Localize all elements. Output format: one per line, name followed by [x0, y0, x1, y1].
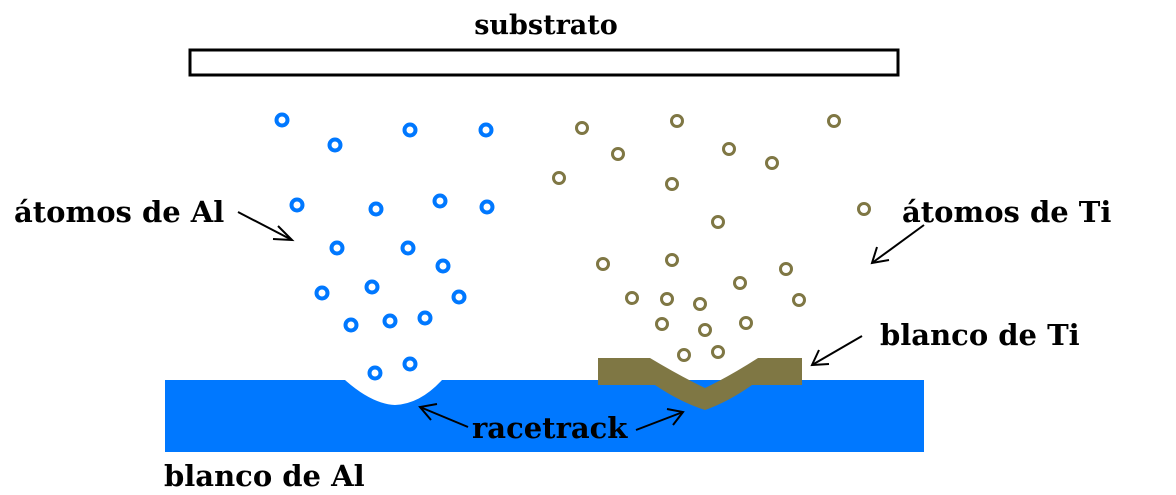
ti-atom	[670, 114, 684, 128]
ti-atom	[722, 142, 736, 156]
ti-atoms-group	[552, 114, 871, 362]
ti-atom	[665, 177, 679, 191]
al-atom	[432, 193, 448, 209]
ti-target-arrow	[810, 335, 863, 367]
ti-atom	[857, 202, 871, 216]
al-target-label: blanco de Al	[164, 459, 365, 493]
al-atom	[435, 258, 451, 274]
ti-atom	[779, 262, 793, 276]
al-atoms-label: átomos de Al	[14, 195, 224, 229]
racetrack-left-arrow	[418, 403, 469, 428]
substrate-plate	[188, 48, 900, 77]
al-atom	[329, 240, 345, 256]
al-atom	[367, 365, 383, 381]
ti-atom	[596, 257, 610, 271]
ti-atom	[711, 345, 725, 359]
ti-atom	[655, 317, 669, 331]
ti-atoms-arrow	[870, 224, 925, 265]
racetrack-right-arrow	[635, 408, 685, 431]
ti-atom	[733, 276, 747, 290]
ti-atom	[665, 253, 679, 267]
ti-atom	[765, 156, 779, 170]
al-atom	[368, 201, 384, 217]
al-atom	[289, 197, 305, 213]
al-atom	[451, 289, 467, 305]
ti-target-label: blanco de Ti	[880, 318, 1080, 352]
ti-atom	[711, 215, 725, 229]
substrate-label: substrato	[474, 10, 618, 41]
ti-atom	[827, 114, 841, 128]
al-atom	[314, 285, 330, 301]
ti-atom	[792, 293, 806, 307]
ti-atom	[575, 121, 589, 135]
ti-atom	[677, 348, 691, 362]
ti-atom	[611, 147, 625, 161]
al-atom	[327, 137, 343, 153]
al-atom	[417, 310, 433, 326]
al-atom	[364, 279, 380, 295]
ti-atom	[739, 316, 753, 330]
al-atom	[402, 122, 418, 138]
al-atom	[400, 240, 416, 256]
al-atom	[478, 122, 494, 138]
ti-atoms-label: átomos de Ti	[902, 195, 1111, 229]
ti-atom	[552, 171, 566, 185]
al-atom	[382, 313, 398, 329]
ti-target	[598, 358, 802, 410]
ti-atom	[660, 292, 674, 306]
al-atoms-arrow	[237, 211, 295, 242]
al-atom	[402, 356, 418, 372]
al-atoms-group	[274, 112, 495, 381]
al-target	[165, 380, 924, 452]
ti-atom	[693, 297, 707, 311]
al-atom	[479, 199, 495, 215]
al-atom	[343, 317, 359, 333]
al-atom	[274, 112, 290, 128]
ti-atom	[625, 291, 639, 305]
ti-atom	[698, 323, 712, 337]
racetrack-label: racetrack	[472, 411, 628, 445]
